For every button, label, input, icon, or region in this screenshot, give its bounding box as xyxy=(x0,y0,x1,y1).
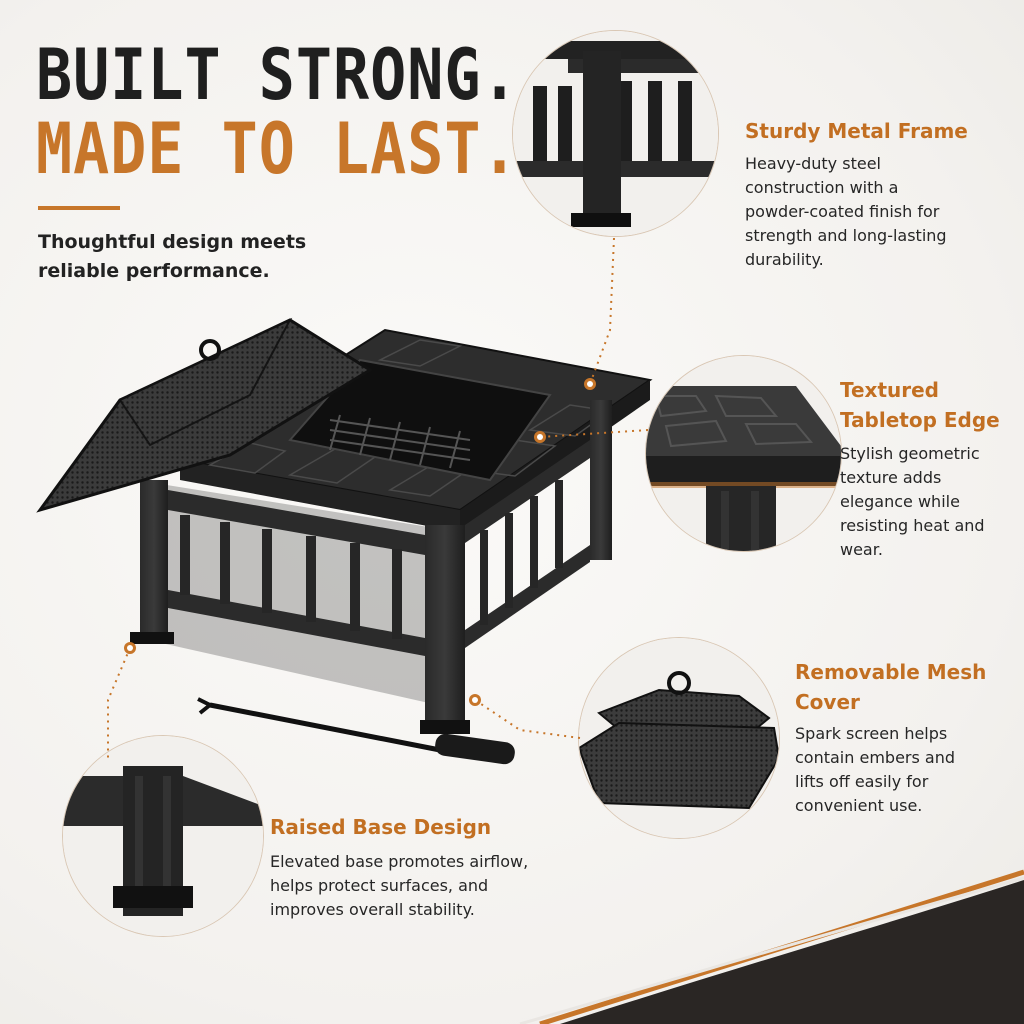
feature-title-base: Raised Base Design xyxy=(270,815,492,839)
tagline: Thoughtful design meets reliable perform… xyxy=(38,231,307,282)
detail-circle-base xyxy=(62,735,264,937)
headline-line-2: MADE TO LAST. xyxy=(36,108,519,191)
feature-title-mesh: Removable Mesh Cover xyxy=(795,660,987,714)
accent-divider xyxy=(38,206,120,210)
feature-body-mesh: Spark screen helps contain embers and li… xyxy=(795,724,956,815)
tabletop-edge-detail-image xyxy=(646,356,841,551)
feature-title-tabletop: Textured Tabletop Edge xyxy=(840,378,1000,432)
detail-circle-mesh xyxy=(578,637,780,839)
detail-circle-frame xyxy=(512,30,719,237)
feature-body-base: Elevated base promotes airflow, helps pr… xyxy=(270,852,529,919)
mesh-cover-detail-image xyxy=(579,638,779,838)
feature-title-frame: Sturdy Metal Frame xyxy=(745,119,968,143)
raised-base-detail-image xyxy=(63,736,263,936)
frame-leg-detail-image xyxy=(513,31,718,236)
detail-circle-tabletop xyxy=(645,355,842,552)
feature-body-tabletop: Stylish geometric texture adds elegance … xyxy=(840,444,985,559)
feature-body-frame: Heavy-duty steel construction with a pow… xyxy=(745,154,947,269)
fire-pit-product-image xyxy=(36,317,653,765)
headline-line-1: BUILT STRONG. xyxy=(36,34,519,117)
